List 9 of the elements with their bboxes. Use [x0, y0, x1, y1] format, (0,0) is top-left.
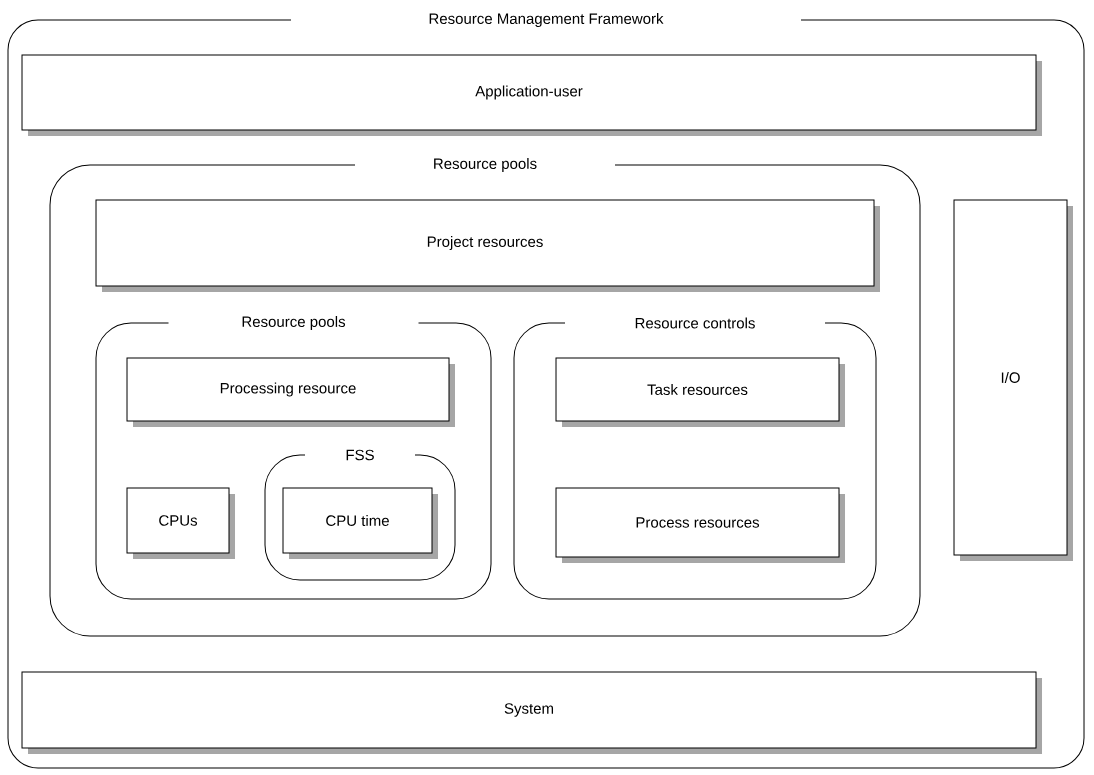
- shadow-box: I/O: [953, 199, 1073, 561]
- shadow-box: Application-user: [21, 54, 1042, 136]
- shadow-box: Task resources: [555, 357, 845, 427]
- shadow-box: CPU time: [282, 487, 438, 559]
- shadow-box: Processing resource: [126, 357, 455, 427]
- shadow-box: System: [21, 671, 1042, 754]
- shadow-box: CPUs: [126, 487, 235, 559]
- shadow-box: Process resources: [555, 487, 845, 563]
- shadow-box: Project resources: [95, 199, 880, 292]
